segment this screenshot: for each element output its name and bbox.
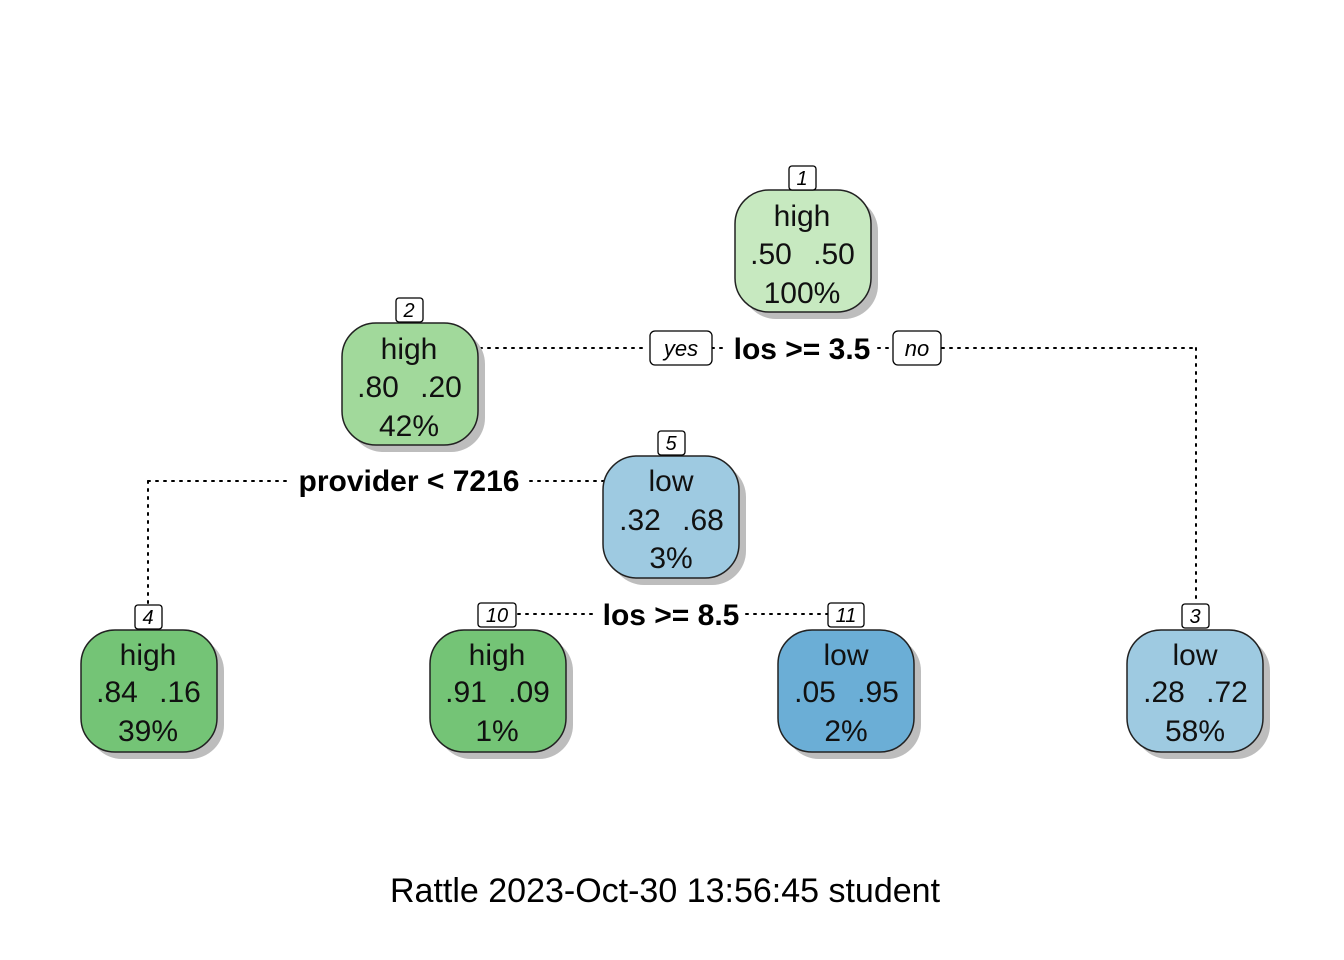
node-number: 3 [1189,606,1200,628]
node-number: 4 [142,607,153,629]
node-number: 2 [402,300,414,322]
split-label-root: los >= 3.5 [734,333,871,366]
node-percent: 1% [475,715,518,748]
node-prob-high: .80 [357,371,399,404]
node-number: 5 [665,433,677,455]
node-percent: 100% [764,277,841,310]
tree-node-10: 10 high .91 .09 1% [429,602,573,759]
node-prob-high: .84 [96,676,138,709]
node-number: 11 [836,605,857,627]
tree-node-5: 5 low .32 .68 3% [602,430,746,585]
node-number: 10 [486,605,508,627]
node-prob-high: .28 [1143,676,1185,709]
tree-node-3: 3 low .28 .72 58% [1126,603,1270,759]
node-percent: 3% [649,542,692,575]
tree-node-4: 4 high .84 .16 39% [80,604,224,759]
node-prob-high: .32 [619,504,661,537]
node-class: high [120,639,177,672]
svg-text:yes: yes [662,336,698,361]
node-prob-low: .72 [1206,676,1248,709]
node-prob-low: .95 [857,676,899,709]
node-class: low [648,465,693,498]
svg-text:no: no [905,336,929,361]
node-prob-high: .91 [445,676,487,709]
node-class: low [1172,639,1217,672]
node-prob-low: .68 [682,504,724,537]
split-label-node-5: los >= 8.5 [603,599,740,632]
node-percent: 2% [824,715,867,748]
node-number: 1 [796,168,807,190]
node-percent: 42% [379,410,439,443]
node-class: high [381,333,438,366]
node-percent: 39% [118,715,178,748]
node-prob-high: .05 [794,676,836,709]
node-class: high [774,200,831,233]
node-prob-high: .50 [750,238,792,271]
node-prob-low: .09 [508,676,550,709]
footer-caption: Rattle 2023-Oct-30 13:56:45 student [390,872,941,910]
node-class: high [469,639,526,672]
node-prob-low: .16 [159,676,201,709]
tree-node-2: 2 high .80 .20 42% [341,297,485,452]
node-prob-low: .20 [420,371,462,404]
node-percent: 58% [1165,715,1225,748]
no-label: no [892,330,942,366]
tree-edges [147,347,1197,615]
node-prob-low: .50 [813,238,855,271]
tree-node-11: 11 low .05 .95 2% [777,602,921,759]
split-label-node-2: provider < 7216 [299,465,520,498]
node-class: low [823,639,868,672]
tree-node-1: 1 high .50 .50 100% [734,165,878,319]
yes-label: yes [649,330,713,366]
